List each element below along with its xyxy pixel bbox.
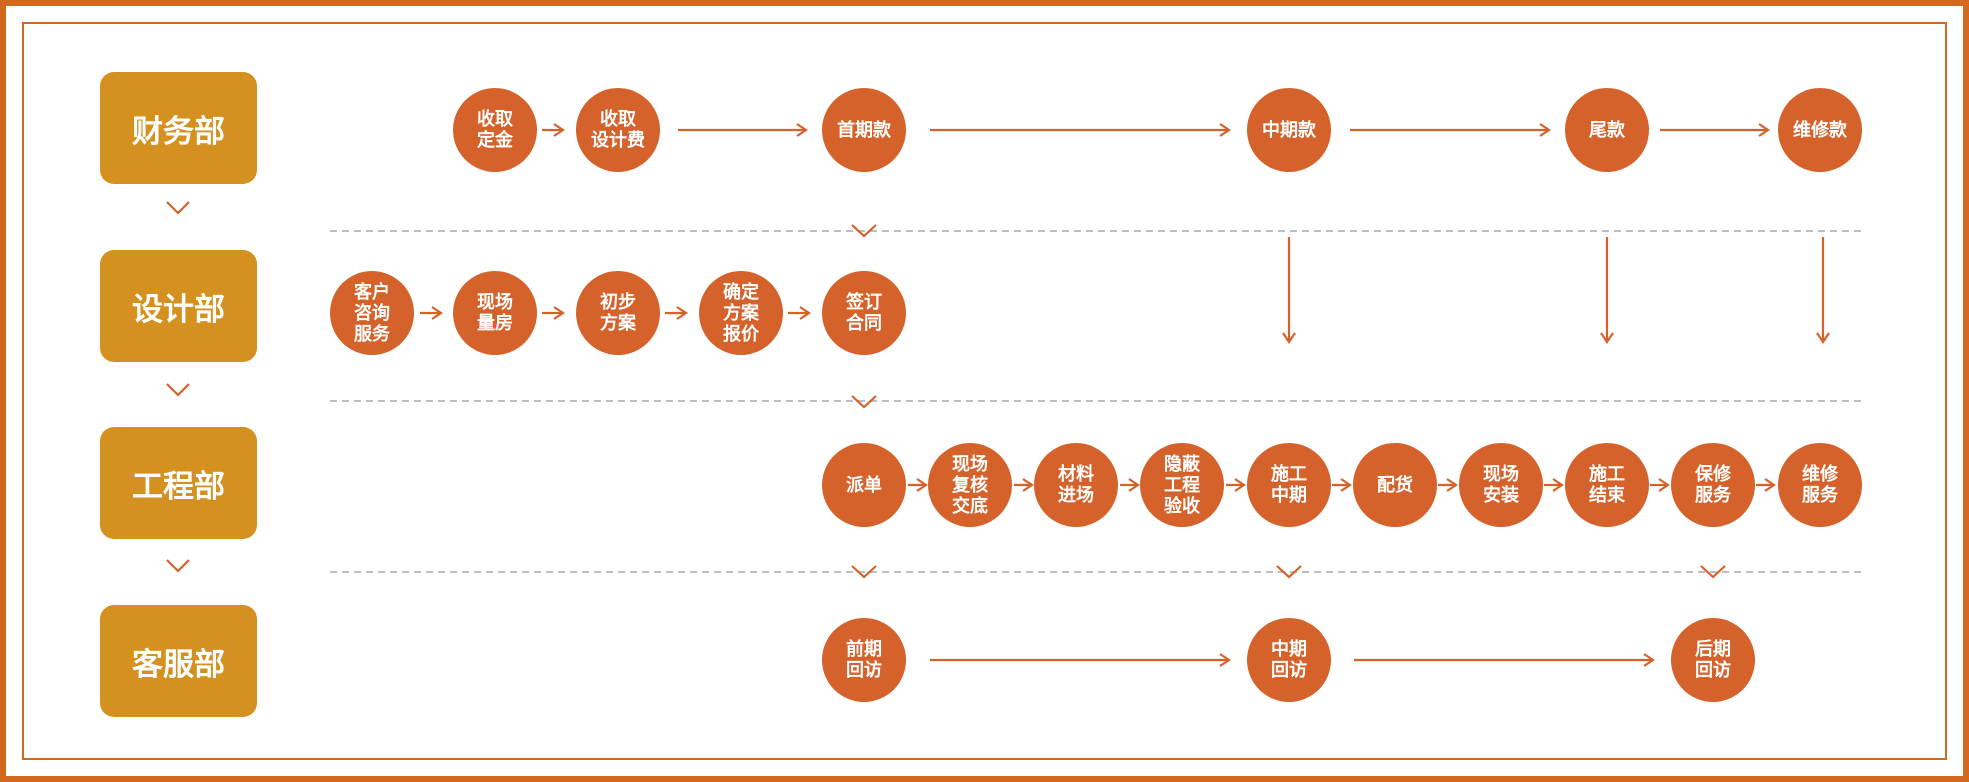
- chevron-down-icon: [166, 201, 190, 215]
- node-construction-end: 施工 结束: [1565, 443, 1649, 527]
- node-collect-deposit: 收取 定金: [453, 88, 537, 172]
- node-concealed-acceptance: 隐蔽 工程 验收: [1140, 443, 1224, 527]
- chevron-down-icon: [851, 395, 877, 409]
- node-late-visit: 后期 回访: [1671, 618, 1755, 702]
- node-first-payment: 首期款: [822, 88, 906, 172]
- department-finance: 财务部: [100, 72, 257, 184]
- node-preliminary-plan: 初步 方案: [576, 271, 660, 355]
- node-collect-design-fee: 收取 设计费: [576, 88, 660, 172]
- chevron-down-icon: [851, 224, 877, 238]
- node-warranty-service: 保修 服务: [1671, 443, 1755, 527]
- node-goods-distribution: 配货: [1353, 443, 1437, 527]
- chevron-down-icon: [1700, 565, 1726, 579]
- node-maintenance-service: 维修 服务: [1778, 443, 1862, 527]
- node-mid-payment: 中期款: [1247, 88, 1331, 172]
- node-site-review-handover: 现场 复核 交底: [928, 443, 1012, 527]
- node-mid-visit: 中期 回访: [1247, 618, 1331, 702]
- node-site-measure: 现场 量房: [453, 271, 537, 355]
- node-customer-consult: 客户 咨询 服务: [330, 271, 414, 355]
- node-site-installation: 现场 安装: [1459, 443, 1543, 527]
- node-mid-construction: 施工 中期: [1247, 443, 1331, 527]
- chevron-down-icon: [166, 559, 190, 573]
- inner-frame: [22, 22, 1947, 760]
- node-maintenance-payment: 维修款: [1778, 88, 1862, 172]
- department-service: 客服部: [100, 605, 257, 717]
- node-sign-contract: 签订 合同: [822, 271, 906, 355]
- chevron-down-icon: [166, 383, 190, 397]
- node-final-payment: 尾款: [1565, 88, 1649, 172]
- chevron-down-icon: [851, 565, 877, 579]
- node-confirm-plan-quote: 确定 方案 报价: [699, 271, 783, 355]
- chevron-down-icon: [1276, 565, 1302, 579]
- node-materials-entry: 材料 进场: [1034, 443, 1118, 527]
- node-early-visit: 前期 回访: [822, 618, 906, 702]
- department-design: 设计部: [100, 250, 257, 362]
- department-engineering: 工程部: [100, 427, 257, 539]
- node-dispatch: 派单: [822, 443, 906, 527]
